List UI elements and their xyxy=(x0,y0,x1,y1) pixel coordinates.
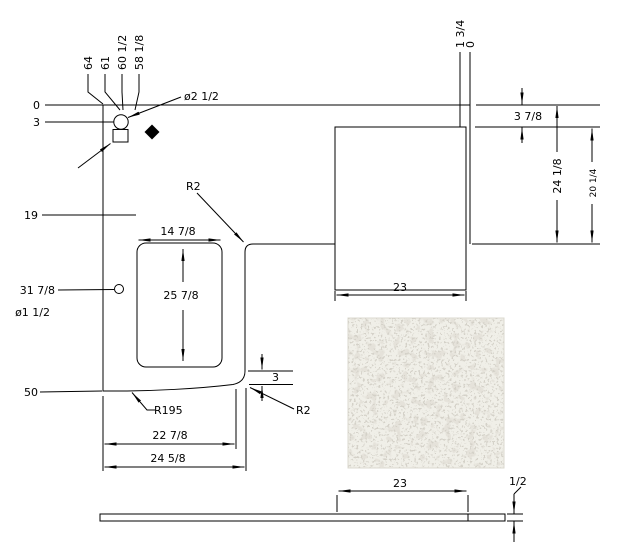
dim-front-step: 3 xyxy=(248,354,293,401)
dim-appliance-width-label: 23 xyxy=(393,281,407,294)
ordinate-0-label: 0 xyxy=(33,99,40,112)
large-hole-dia-label: ø2 1/2 xyxy=(184,90,219,103)
ordinate-3-label: 3 xyxy=(33,116,40,129)
countertop-outline xyxy=(102,104,471,392)
dim-sink-width: 14 7/8 xyxy=(138,225,221,242)
dim-top-offset: 3 7/8 xyxy=(514,88,542,143)
material-swatch xyxy=(347,317,505,469)
radius-inner-corner-callout: R2 xyxy=(186,180,244,243)
ordinate-19-label: 19 xyxy=(24,209,38,222)
ordinate-61-label: 61 xyxy=(99,56,112,70)
dim-outer-width: 24 5/8 xyxy=(102,388,247,471)
dim-sink-depth: 25 7/8 xyxy=(163,249,199,361)
large-hole-leader xyxy=(127,96,182,118)
dim-outer-width-label: 24 5/8 xyxy=(150,452,185,465)
dim-profile-width-label: 23 xyxy=(393,477,407,490)
hole-y-label: 31 7/8 xyxy=(20,284,55,297)
radius-inner-corner-label: R2 xyxy=(186,180,201,193)
right-ordinate-dimensions: 1 3/4 0 xyxy=(454,20,477,48)
dim-inner-depth-label: 20 1/4 xyxy=(589,168,599,197)
plan-view xyxy=(45,52,600,392)
ordinate-61-leader xyxy=(104,74,121,111)
dim-sink-depth-label: 25 7/8 xyxy=(163,289,198,302)
dim-right-depth: 24 1/8 xyxy=(551,106,564,243)
ordinate-60half-label: 60 1/2 xyxy=(116,35,129,70)
radius-front-curve-callout: R195 xyxy=(131,392,183,417)
datum-arrow xyxy=(77,143,111,169)
hole-y-leader xyxy=(57,289,115,291)
small-hole-dia-label: ø1 1/2 xyxy=(15,306,50,319)
small-hole-circle xyxy=(114,284,124,294)
diamond-marker xyxy=(144,124,160,140)
ordinate-0-right-label: 0 xyxy=(464,41,477,48)
ordinate-64-leader xyxy=(87,74,104,105)
ordinate-58-label: 58 1/8 xyxy=(133,35,146,70)
radius-front-curve-label: R195 xyxy=(154,404,183,417)
large-hole-callout: ø2 1/2 xyxy=(77,90,219,169)
ordinate-58-leader xyxy=(134,74,140,111)
sink-cutout-rect xyxy=(136,242,223,368)
dim-front-step-label: 3 xyxy=(272,371,279,384)
hole-detail-box xyxy=(112,129,129,143)
left-ordinate-dimensions: 0 3 19 31 7/8 ø1 1/2 50 xyxy=(15,99,136,399)
ordinate-60half-leader xyxy=(121,74,124,111)
appliance-rectangle xyxy=(334,126,467,291)
ordinate-64-label: 64 xyxy=(82,56,95,70)
top-ordinate-dimensions: 64 61 60 1/2 58 1/8 xyxy=(82,35,146,111)
swatch-speckle-fine xyxy=(348,318,504,468)
dim-top-offset-label: 3 7/8 xyxy=(514,110,542,123)
dim-profile-thickness: 1/2 xyxy=(507,475,527,542)
ordinate-50-line xyxy=(39,390,103,393)
profile-bar xyxy=(99,513,506,522)
large-hole-circle xyxy=(113,114,129,130)
ordinate-50-label: 50 xyxy=(24,386,38,399)
dim-inner-width-label: 22 7/8 xyxy=(152,429,187,442)
ordinate-1-3-4-label: 1 3/4 xyxy=(454,20,467,48)
profile-view xyxy=(99,513,506,522)
radius-front-corner-label: R2 xyxy=(296,404,311,417)
dim-right-depth-label: 24 1/8 xyxy=(551,158,564,193)
dim-profile-thickness-label: 1/2 xyxy=(509,475,527,488)
dim-inner-width: 22 7/8 xyxy=(104,389,237,449)
dim-inner-depth: 20 1/4 xyxy=(589,128,599,243)
dim-profile-width: 23 xyxy=(336,477,469,512)
dim-sink-width-label: 14 7/8 xyxy=(160,225,195,238)
radius-front-corner-callout: R2 xyxy=(249,387,311,417)
dim-appliance-width: 23 xyxy=(334,281,467,301)
